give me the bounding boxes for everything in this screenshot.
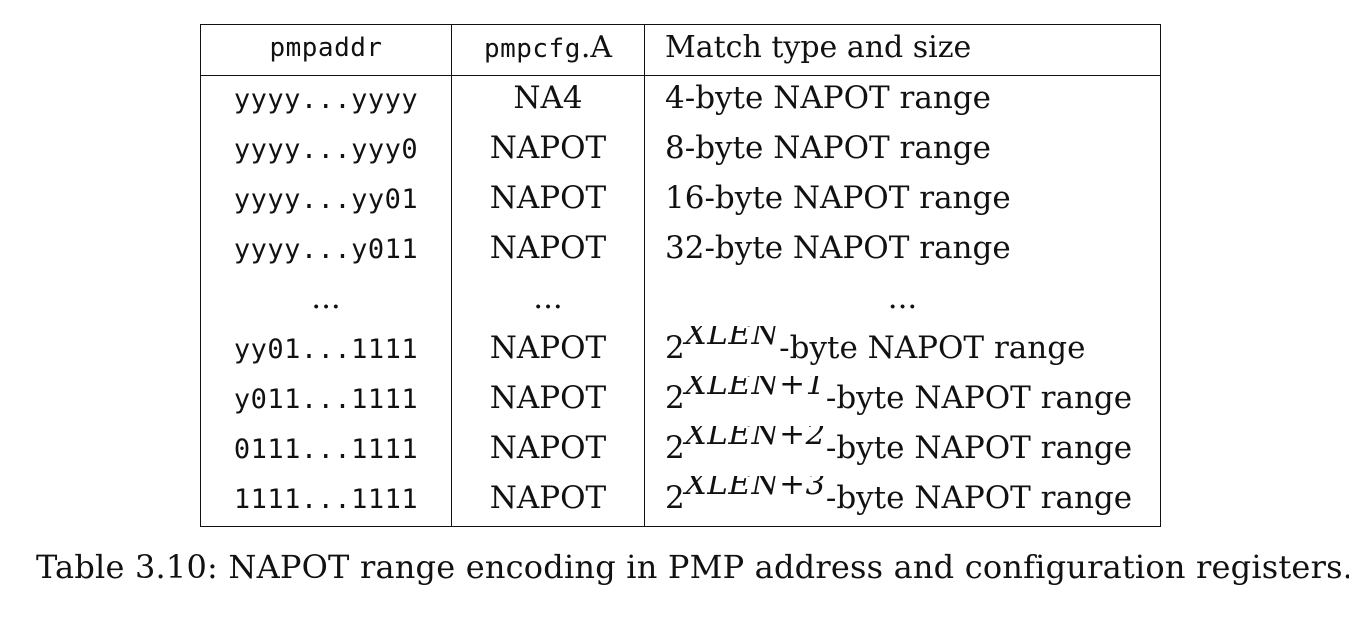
match-value: 32-byte NAPOT range xyxy=(665,230,1011,266)
pmpaddr-value: yyyy...y011 xyxy=(233,233,419,265)
cell-pmpaddr: 1111...1111 xyxy=(200,476,452,527)
header-pmpaddr: pmpaddr xyxy=(200,24,452,76)
cell-match: 2XLEN+1-byte NAPOT range xyxy=(645,376,1161,426)
cell-match: 16-byte NAPOT range xyxy=(645,176,1161,226)
match-exponent: XLEN+2 xyxy=(684,426,826,452)
header-pmpcfg-suffix: .A xyxy=(580,30,613,65)
cell-pmpaddr: 0111...1111 xyxy=(200,426,452,476)
pmpaddr-value: yyyy...yyy0 xyxy=(233,133,419,165)
match-value: 4-byte NAPOT range xyxy=(665,80,991,116)
header-pmpcfg-a: pmpcfg.A xyxy=(451,24,645,76)
header-pmpcfg-text: pmpcfg xyxy=(483,34,581,64)
cell-mode: NAPOT xyxy=(451,226,645,276)
table-row: yyyy...yyyy NA4 4-byte NAPOT range xyxy=(200,75,1161,127)
match-suffix: -byte NAPOT range xyxy=(825,430,1133,466)
table-row: yyyy...yy01 NAPOT 16-byte NAPOT range xyxy=(200,176,1161,226)
cell-match: 2XLEN+2-byte NAPOT range xyxy=(645,426,1161,476)
cell-mode: NAPOT xyxy=(451,426,645,476)
pmpaddr-value: 0111...1111 xyxy=(233,433,419,465)
pmpaddr-value: yy01...1111 xyxy=(233,333,419,365)
pmpaddr-value: 1111...1111 xyxy=(233,483,419,515)
cell-pmpaddr: yyyy...yy01 xyxy=(200,176,452,226)
table-row: yy01...1111 NAPOT 2XLEN-byte NAPOT range xyxy=(200,326,1161,376)
match-exponent: XLEN xyxy=(684,326,780,352)
mode-value: NAPOT xyxy=(489,380,607,416)
cell-match: ... xyxy=(645,276,1161,326)
cell-mode: NAPOT xyxy=(451,376,645,426)
cell-match: 2XLEN+3-byte NAPOT range xyxy=(645,476,1161,527)
table-row-ellipsis: ... ... ... xyxy=(200,276,1161,326)
match-value: 16-byte NAPOT range xyxy=(665,180,1011,216)
cell-mode: NAPOT xyxy=(451,176,645,226)
table-row: yyyy...yyy0 NAPOT 8-byte NAPOT range xyxy=(200,126,1161,176)
header-pmpaddr-text: pmpaddr xyxy=(269,33,383,63)
header-match-type: Match type and size xyxy=(644,24,1161,76)
cell-match: 2XLEN-byte NAPOT range xyxy=(645,326,1161,376)
match-value: 8-byte NAPOT range xyxy=(665,130,991,166)
pmpaddr-value: yyyy...yy01 xyxy=(233,183,419,215)
cell-pmpaddr: yy01...1111 xyxy=(200,326,452,376)
pmpaddr-value: y011...1111 xyxy=(233,383,419,415)
cell-mode: NAPOT xyxy=(451,126,645,176)
table-row: 0111...1111 NAPOT 2XLEN+2-byte NAPOT ran… xyxy=(200,426,1161,476)
ellipsis: ... xyxy=(533,280,563,316)
cell-mode: NA4 xyxy=(451,75,645,126)
match-suffix: -byte NAPOT range xyxy=(825,480,1133,516)
cell-pmpaddr: yyyy...yyy0 xyxy=(200,126,452,176)
table-caption: Table 3.10: NAPOT range encoding in PMP … xyxy=(36,548,1349,586)
cell-pmpaddr: yyyy...y011 xyxy=(200,226,452,276)
cell-match: 8-byte NAPOT range xyxy=(645,126,1161,176)
cell-match: 4-byte NAPOT range xyxy=(645,76,1161,127)
mode-value: NAPOT xyxy=(489,130,607,166)
cell-mode: NAPOT xyxy=(451,326,645,376)
napot-encoding-table: pmpaddr pmpcfg.A Match type and size yyy… xyxy=(200,24,1161,527)
mode-value: NAPOT xyxy=(489,230,607,266)
match-suffix: -byte NAPOT range xyxy=(825,380,1133,416)
table-header-row: pmpaddr pmpcfg.A Match type and size xyxy=(200,24,1161,76)
match-base: 2 xyxy=(665,430,685,466)
pmpaddr-value: yyyy...yyyy xyxy=(233,83,419,115)
cell-mode: NAPOT xyxy=(451,476,645,527)
table-row: y011...1111 NAPOT 2XLEN+1-byte NAPOT ran… xyxy=(200,376,1161,426)
ellipsis: ... xyxy=(311,280,341,316)
header-match-text: Match type and size xyxy=(665,30,972,65)
match-base: 2 xyxy=(665,480,685,516)
match-exponent: XLEN+1 xyxy=(684,376,826,402)
match-base: 2 xyxy=(665,380,685,416)
cell-mode: ... xyxy=(451,276,645,326)
mode-value: NAPOT xyxy=(489,430,607,466)
cell-pmpaddr: y011...1111 xyxy=(200,376,452,426)
match-base: 2 xyxy=(665,330,685,366)
mode-value: NAPOT xyxy=(489,180,607,216)
mode-value: NAPOT xyxy=(489,480,607,516)
cell-match: 32-byte NAPOT range xyxy=(645,226,1161,276)
ellipsis: ... xyxy=(887,280,918,316)
table-row: yyyy...y011 NAPOT 32-byte NAPOT range xyxy=(200,226,1161,276)
match-exponent: XLEN+3 xyxy=(684,476,826,502)
mode-value: NAPOT xyxy=(489,330,607,366)
table-row: 1111...1111 NAPOT 2XLEN+3-byte NAPOT ran… xyxy=(200,476,1161,527)
match-suffix: -byte NAPOT range xyxy=(779,330,1086,366)
mode-value: NA4 xyxy=(513,80,583,116)
cell-pmpaddr: ... xyxy=(200,276,452,326)
cell-pmpaddr: yyyy...yyyy xyxy=(200,75,452,126)
